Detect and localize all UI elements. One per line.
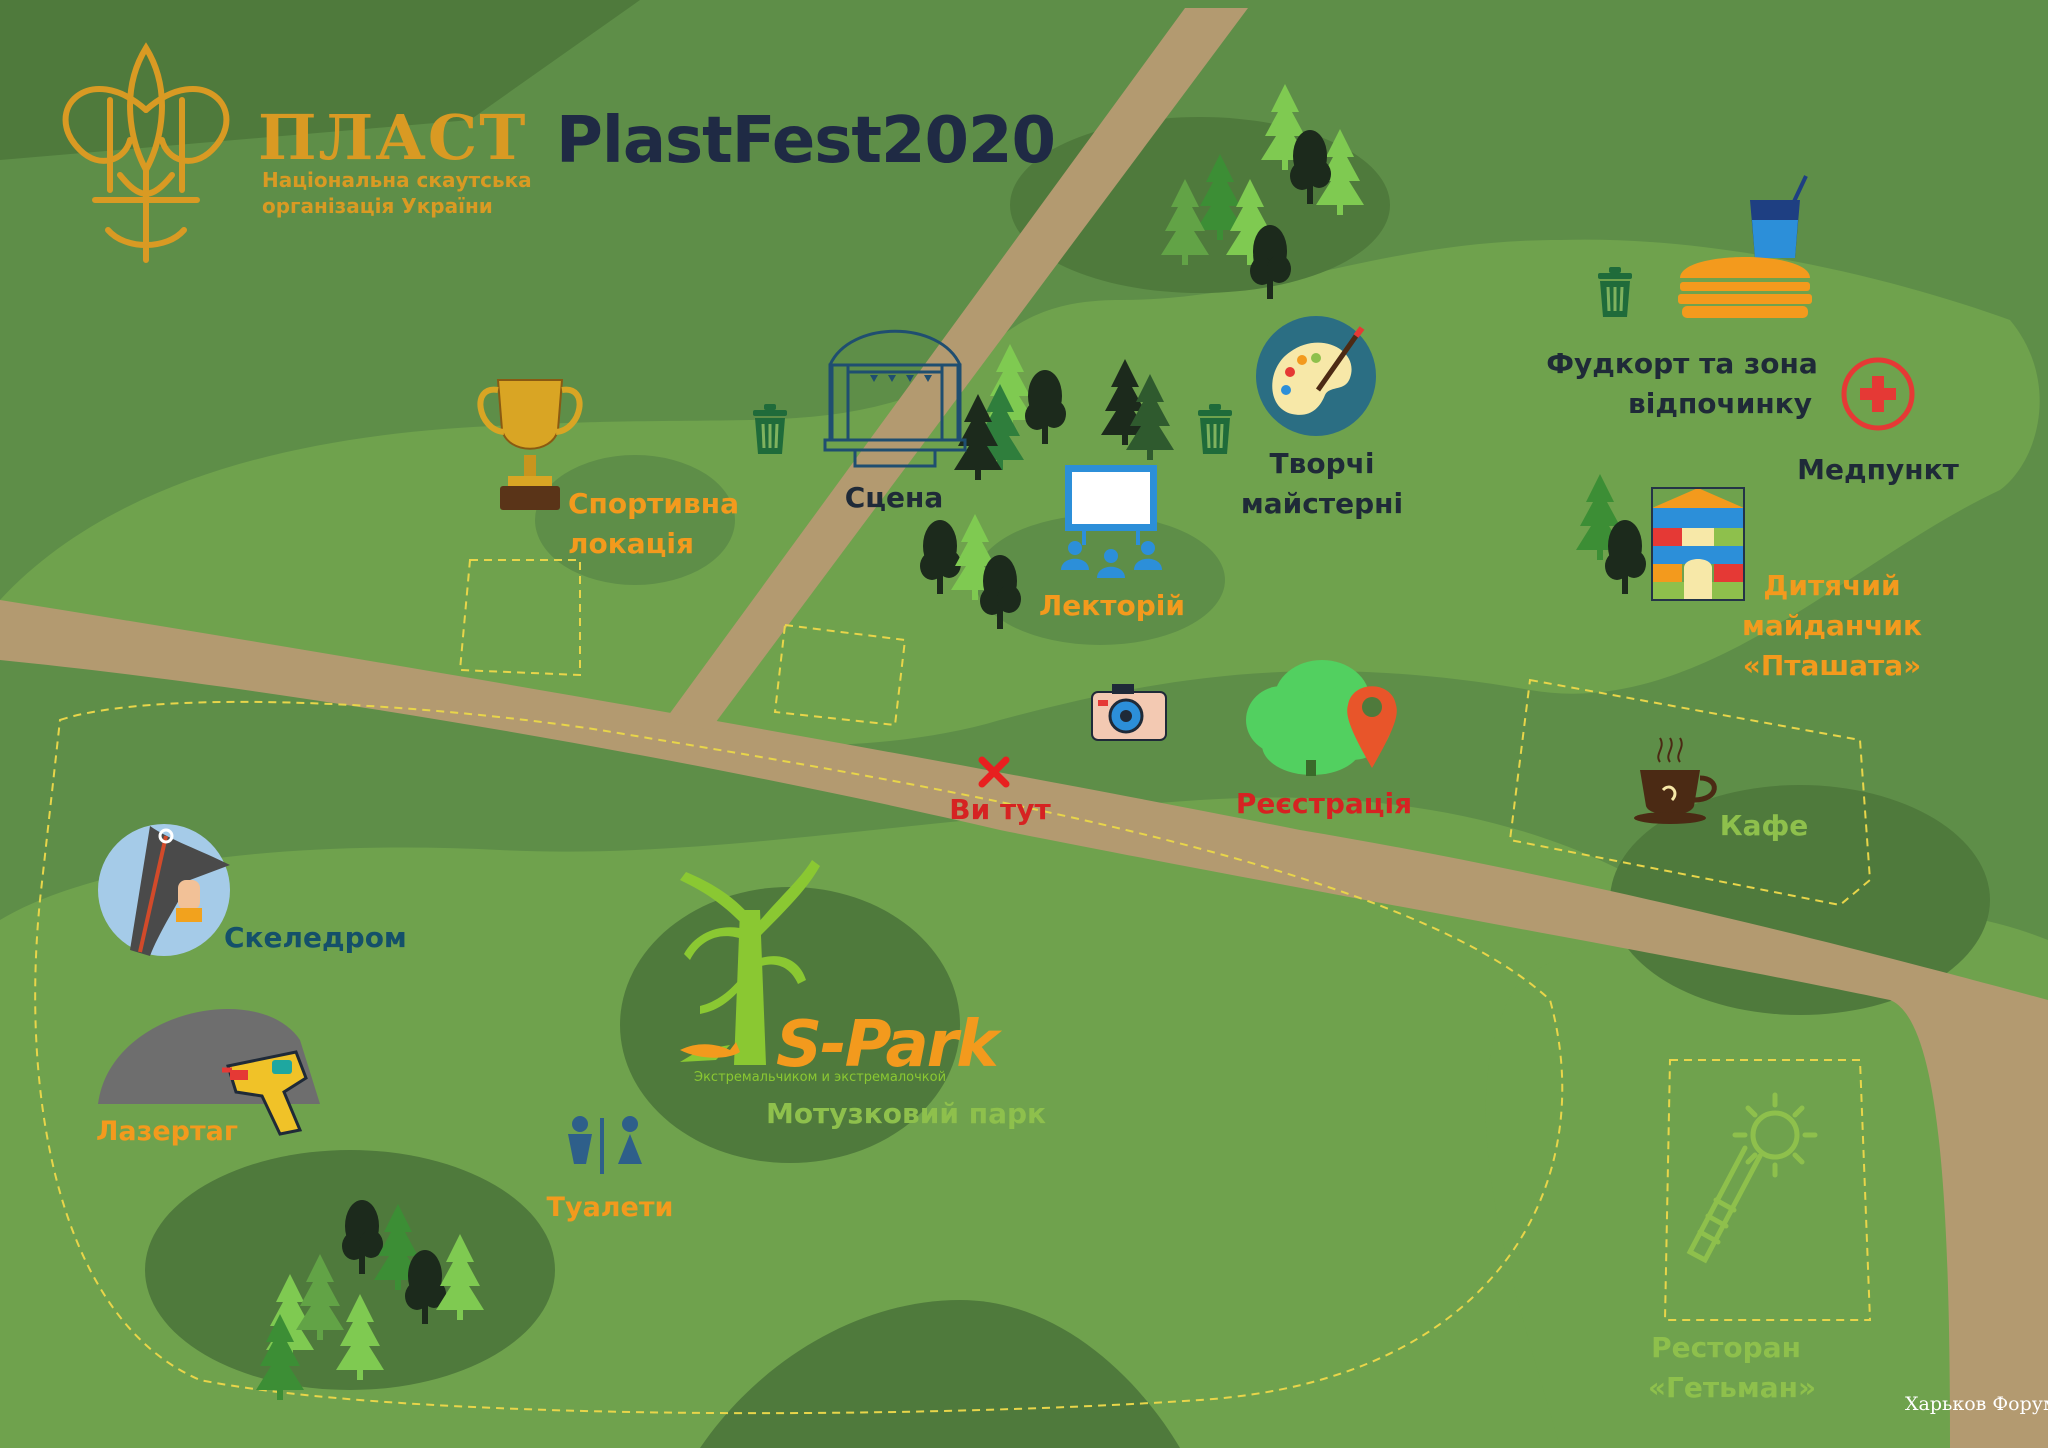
trophy-icon — [477, 379, 583, 510]
lawn-north — [0, 239, 2040, 746]
mace-icon — [1686, 1092, 1818, 1264]
dashed-boundaries — [34, 559, 1872, 1415]
trash-bin-icon — [1596, 265, 1634, 319]
plast-logo-icon — [62, 42, 230, 263]
grove-spark — [620, 887, 960, 1163]
grove-lecture — [975, 515, 1225, 645]
playground-label-line3: «Пташата» — [1742, 649, 1922, 682]
climbing-icon — [98, 824, 230, 956]
registration-label: Реєстрація — [1235, 787, 1413, 820]
toilet-icon — [568, 1116, 642, 1174]
playground-label-line1: Дитячий — [1763, 569, 1901, 602]
ropepark-label: Мотузковий парк — [765, 1097, 1047, 1130]
lawn-east — [1485, 905, 2048, 1448]
bird-icon — [680, 1042, 740, 1058]
page-title: PlastFest2020 — [556, 104, 1056, 178]
logo-subtitle-line1: Національна скаутська — [262, 168, 532, 192]
audience-icon — [1061, 541, 1162, 578]
spark-logo: S-Park — [776, 1008, 999, 1082]
grove-sports — [535, 455, 735, 585]
foodcourt-label-line2: відпочинку — [1628, 387, 1812, 420]
you-are-here-label: Ви тут — [949, 793, 1051, 826]
tree-logo-icon — [680, 860, 820, 1065]
toy-house-icon — [1651, 487, 1745, 601]
grove-southwest — [145, 1150, 555, 1390]
trash-bin-icon — [751, 402, 789, 456]
lecture-label: Лекторій — [1039, 589, 1185, 622]
medical-label: Медпункт — [1797, 453, 1959, 486]
lawn-bottom-hill — [700, 1300, 1180, 1448]
stage-lights — [870, 375, 932, 382]
burger-drink-icon — [1678, 175, 1812, 318]
trash-bin-icon — [1196, 402, 1234, 456]
palette-icon — [1256, 316, 1376, 436]
restaurant-label-line2: «Гетьман» — [1647, 1371, 1817, 1404]
first-aid-icon — [1841, 357, 1915, 431]
credit-watermark: Харьков Форум — [1905, 1393, 2048, 1415]
sports-label-line2: локація — [568, 527, 694, 560]
playground-label-line2: майданчик — [1741, 609, 1923, 642]
lecture-screen-icon — [1065, 465, 1157, 545]
stage-icon — [823, 329, 967, 468]
toilets-label: Туалети — [546, 1192, 674, 1223]
location-pin-icon — [1347, 686, 1397, 768]
lasertag-label: Лазертаг — [96, 1116, 238, 1147]
laser-gun-icon — [222, 1050, 308, 1136]
climbing-label: Скеледром — [224, 921, 407, 954]
x-mark-icon — [978, 756, 1010, 788]
cafe-label: Кафе — [1719, 809, 1809, 842]
spark-tagline: Экстремальчиком и экстремалочкой — [694, 1070, 947, 1085]
sports-label-line1: Спортивна — [568, 487, 739, 520]
foodcourt-label-line1: Фудкорт та зона — [1546, 347, 1818, 380]
coffee-cup-icon — [1634, 737, 1717, 824]
restaurant-label-line1: Ресторан — [1651, 1331, 1801, 1364]
camera-icon — [1091, 684, 1167, 741]
logo-subtitle-line2: організація України — [262, 194, 493, 218]
workshops-label-line2: майстерні — [1240, 487, 1404, 520]
workshops-label-line1: Творчі — [1269, 447, 1375, 480]
logo-name: ПЛАСТ — [258, 101, 528, 174]
stage-label: Сцена — [844, 481, 944, 514]
